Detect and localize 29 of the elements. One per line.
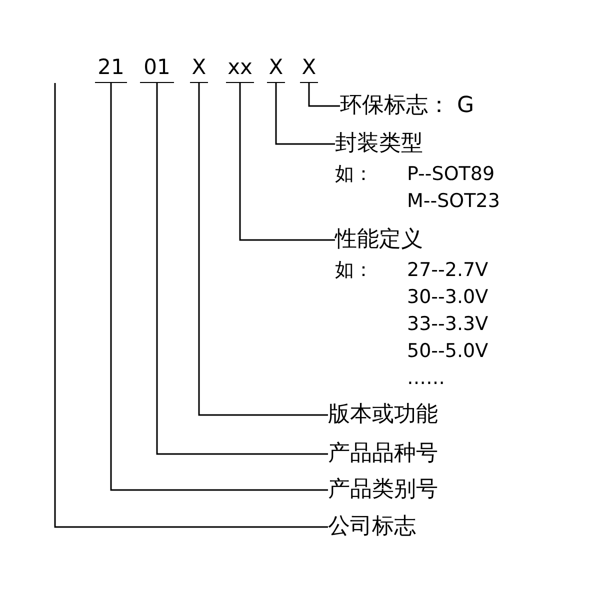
description-label: 环保标志： G [340,92,474,119]
code-segment: X [300,52,318,83]
description-label: 产品类别号 [328,476,438,503]
description-label: 版本或功能 [328,401,438,428]
description-label: 产品品种号 [328,440,438,467]
example-label: 如： [335,162,373,187]
example-value: M--SOT23 [407,189,500,214]
example-value: 50--5.0V [407,339,488,364]
example-label: 如： [335,258,373,283]
example-value: 27--2.7V [407,258,488,283]
leader-line [239,83,335,241]
code-segment: X [267,52,285,83]
leader-line [275,83,335,145]
example-value: 33--3.3V [407,312,488,337]
leader-line [110,83,328,491]
code-segment: xx [226,52,254,83]
code-segment: 21 [95,52,127,83]
example-value: …… [407,366,445,391]
description-label: 公司标志 [328,513,416,540]
leader-line [54,83,328,528]
leader-line [156,83,328,455]
description-label: 封装类型 [335,130,423,157]
example-value: P--SOT89 [407,162,495,187]
code-segment: 01 [140,52,174,83]
leader-line [198,83,328,416]
example-value: 30--3.0V [407,285,488,310]
leader-line [308,83,340,107]
description-label: 性能定义 [335,226,423,253]
code-segment: X [190,52,208,83]
